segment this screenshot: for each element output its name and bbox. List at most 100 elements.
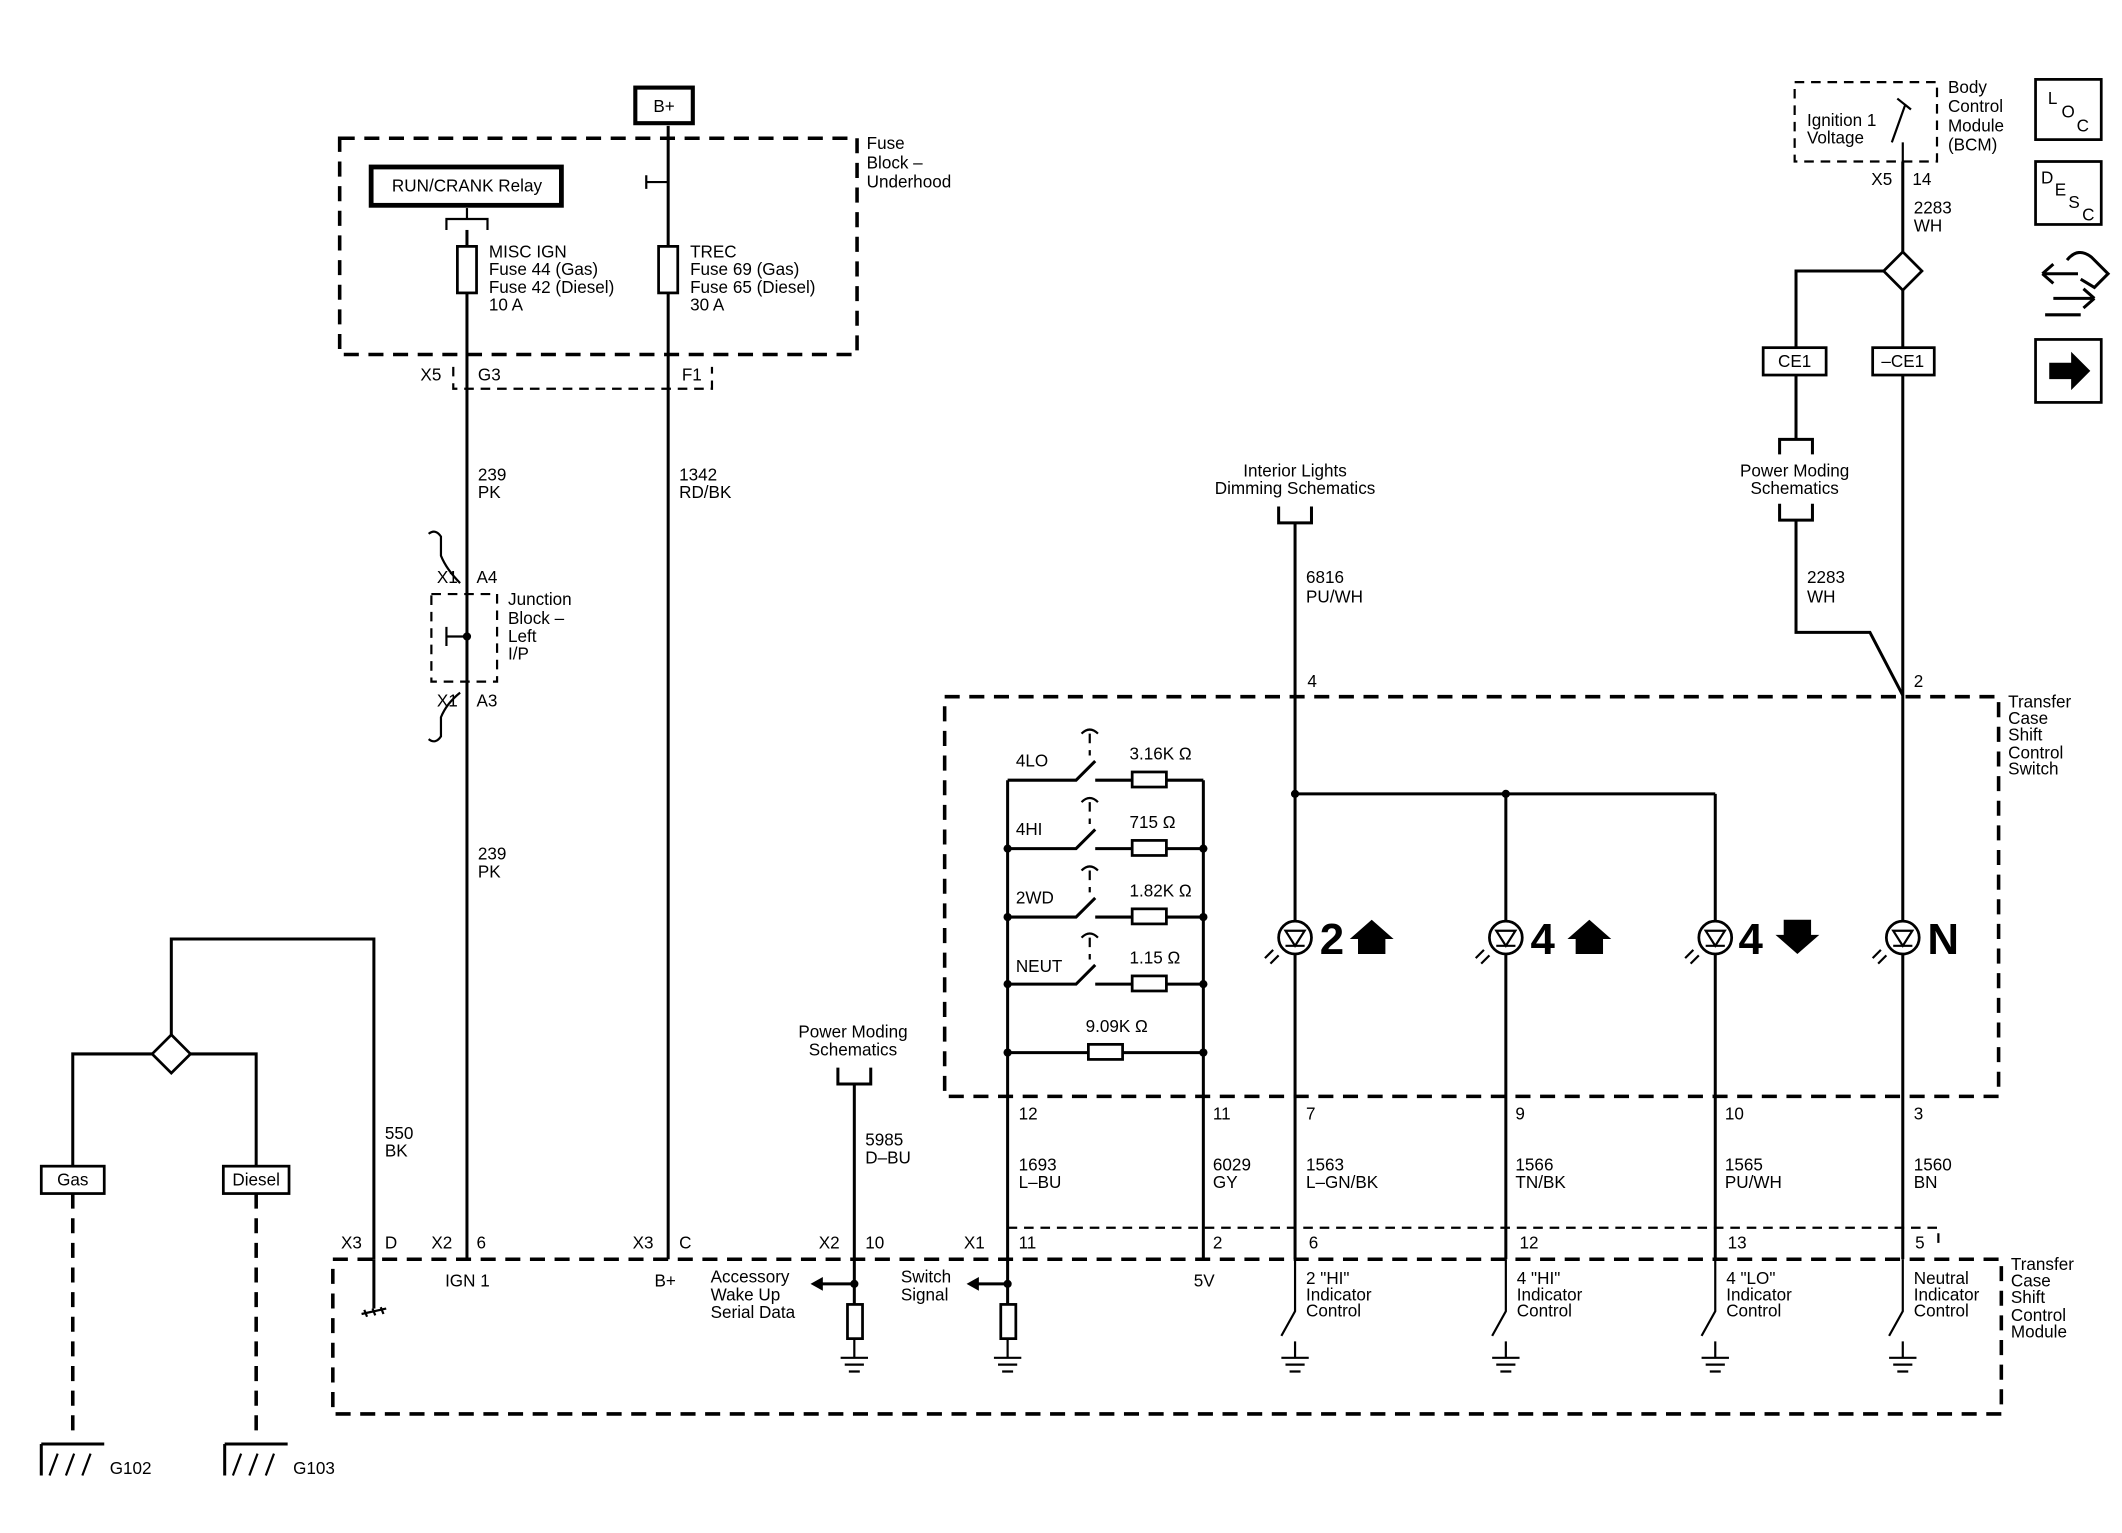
svg-text:1.15 Ω: 1.15 Ω: [1129, 949, 1180, 968]
ce1-box: [1761, 346, 1828, 377]
svg-text:Serial Data: Serial Data: [711, 1303, 796, 1322]
bplus-label: B+: [653, 97, 674, 116]
svg-text:2: 2: [1213, 1233, 1223, 1252]
svg-text:11: 11: [1213, 1105, 1231, 1124]
svg-text:D: D: [385, 1233, 397, 1252]
svg-text:Indicator: Indicator: [1517, 1285, 1583, 1304]
wire-1342-color: RD/BK: [679, 483, 732, 502]
svg-text:7: 7: [1306, 1105, 1316, 1124]
svg-text:6: 6: [1309, 1233, 1319, 1252]
wire-6816-color: PU/WH: [1306, 587, 1363, 606]
svg-text:6029: 6029: [1213, 1155, 1251, 1174]
connector-x5: [452, 366, 714, 390]
tccs-label-2: Case: [2008, 709, 2048, 728]
x5-bcm-label: X5: [1871, 170, 1892, 189]
ign-wire-239: 239 PK 239 PK: [465, 292, 506, 1260]
svg-text:GY: GY: [1213, 1173, 1238, 1192]
bplus-box: [633, 85, 695, 126]
loc-icon[interactable]: L O C: [2034, 78, 2103, 141]
wire-1342-num: 1342: [679, 465, 717, 484]
run-crank-relay-label: RUN/CRANK Relay: [392, 177, 543, 196]
tccs-label-5: Switch: [2008, 760, 2058, 779]
svg-text:5: 5: [1915, 1233, 1925, 1252]
led-2hi: 2: [1264, 915, 1394, 965]
svg-text:3.16K Ω: 3.16K Ω: [1129, 745, 1191, 764]
tccs-label-3: Shift: [2008, 725, 2042, 744]
svg-text:S: S: [2068, 193, 2079, 212]
svg-text:10: 10: [1725, 1105, 1744, 1124]
pin-g3-label: G3: [478, 366, 501, 385]
svg-text:12: 12: [1520, 1233, 1539, 1252]
resistor-182: [1130, 907, 1168, 926]
pin-a4-label: A4: [477, 568, 498, 587]
junction-block-left-ip: X1 A4 X1 A3 Junction Block – Left I/P: [427, 530, 572, 743]
interior-lights-1: Interior Lights: [1243, 461, 1347, 480]
svg-text:12: 12: [1019, 1105, 1038, 1124]
splice-diamond-right: [1881, 249, 1924, 293]
svg-text:9: 9: [1515, 1105, 1525, 1124]
svg-text:4HI: 4HI: [1016, 820, 1043, 839]
control-4lo: 4 "LO" Indicator Control: [1700, 1259, 1792, 1373]
svg-text:Schematics: Schematics: [809, 1040, 897, 1059]
wire-2283-a-num: 2283: [1914, 199, 1952, 218]
wire-550-color: BK: [385, 1142, 408, 1161]
switch-pin-2: 2: [1914, 672, 1924, 691]
svg-text:5985: 5985: [865, 1131, 903, 1150]
run-crank-relay-box: [368, 164, 564, 208]
interior-lights-feed: Interior Lights Dimming Schematics 6816 …: [1215, 461, 1924, 1260]
wire-2283-a-color: WH: [1914, 216, 1942, 235]
switch-row-4hi: 4HI 715 Ω: [1007, 796, 1204, 857]
svg-text:D–BU: D–BU: [865, 1148, 911, 1167]
connector-end-view-icon[interactable]: [2041, 251, 2111, 317]
svg-text:Control: Control: [1306, 1302, 1361, 1321]
svg-text:D: D: [2041, 168, 2053, 187]
wire-550-num: 550: [385, 1124, 414, 1143]
svg-text:Transfer: Transfer: [2011, 1255, 2074, 1274]
svg-text:Module: Module: [2011, 1322, 2067, 1341]
interior-lights-connector: [1277, 506, 1313, 525]
svg-text:1566: 1566: [1515, 1155, 1553, 1174]
svg-text:Neutral: Neutral: [1914, 1269, 1969, 1288]
desc-icon[interactable]: D E S C: [2034, 160, 2103, 226]
misc-ign-label-3: Fuse 42 (Diesel): [489, 278, 614, 297]
svg-text:1560: 1560: [1914, 1155, 1952, 1174]
svg-text:13: 13: [1728, 1233, 1747, 1252]
ground-g102: G102: [39, 1442, 152, 1478]
next-arrow-icon[interactable]: [2034, 338, 2103, 404]
svg-text:TN/BK: TN/BK: [1515, 1173, 1566, 1192]
interior-lights-2: Dimming Schematics: [1215, 479, 1376, 498]
x1-a3-label: X1: [437, 691, 458, 710]
down-arrow-icon: [1775, 919, 1820, 955]
svg-text:Indicator: Indicator: [1726, 1285, 1792, 1304]
pin-f1-label: F1: [682, 366, 702, 385]
svg-text:Control: Control: [1914, 1302, 1969, 1321]
up-arrow-icon: [1567, 919, 1612, 955]
gas-label: Gas: [57, 1170, 88, 1189]
svg-text:L–BU: L–BU: [1019, 1173, 1062, 1192]
diesel-label: Diesel: [232, 1170, 280, 1189]
svg-text:2WD: 2WD: [1016, 888, 1054, 907]
switch-row-neut: NEUT 1.15 Ω: [1007, 932, 1204, 993]
tccs-outline: [942, 694, 2001, 1099]
svg-text:4 "HI": 4 "HI": [1517, 1269, 1561, 1288]
resistor-715: [1130, 839, 1168, 857]
led-4lo: 4: [1684, 915, 1820, 965]
resistor-row-909: 9.09K Ω: [1007, 1017, 1204, 1061]
svg-text:Power Moding: Power Moding: [798, 1023, 907, 1042]
svg-text:11: 11: [1019, 1233, 1037, 1252]
power-moding-mid-connector: [836, 1067, 873, 1086]
svg-text:Wake Up: Wake Up: [711, 1285, 781, 1304]
svg-text:X2: X2: [819, 1233, 840, 1252]
svg-text:4LO: 4LO: [1016, 752, 1048, 771]
svg-text:Indicator: Indicator: [1306, 1285, 1372, 1304]
power-moding-mid: Power Moding Schematics 5985 D–BU: [798, 1023, 911, 1260]
pullup-resistor-switch: [999, 1303, 1018, 1341]
svg-text:E: E: [2055, 181, 2066, 200]
chassis-ground: [361, 1306, 387, 1318]
resistor-909: [1087, 1042, 1124, 1061]
svg-text:1.82K Ω: 1.82K Ω: [1129, 882, 1191, 901]
switch-row-2wd: 2WD 1.82K Ω: [1007, 865, 1204, 926]
svg-text:4: 4: [1530, 915, 1555, 964]
switch-output-wires: 1693 L–BU 6029 GY 1563 L–GN/BK 1566 TN/B…: [1007, 1155, 1952, 1246]
